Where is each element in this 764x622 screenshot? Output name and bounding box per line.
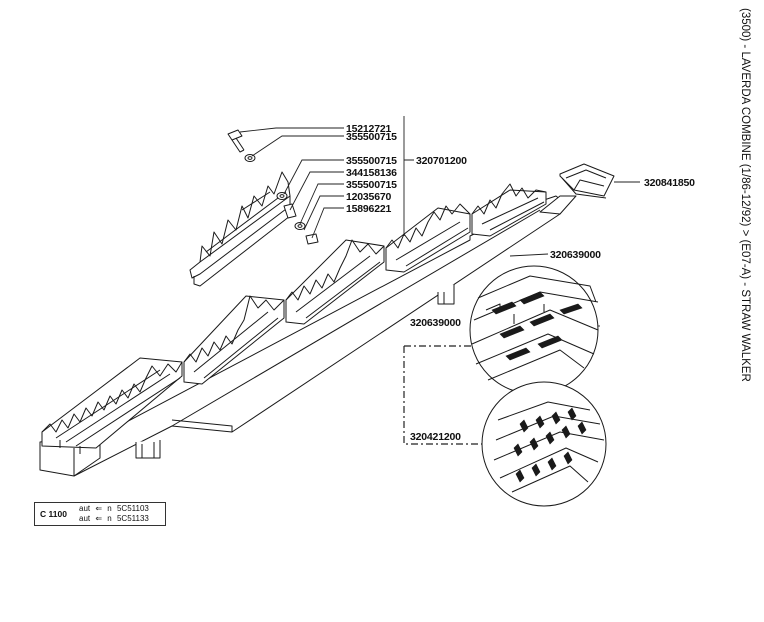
page-title: (3500) - LAVERDA COMBINE (1/86-12/92) > … — [739, 8, 751, 382]
part-label: 344158136 — [346, 167, 397, 179]
exploded-teeth-bar — [189, 129, 319, 287]
part-label: 355500715 — [346, 155, 397, 167]
part-label: 320701200 — [416, 155, 467, 167]
serial-row: aut ⇐ n 5C51133 — [79, 514, 152, 523]
part-number-labels: 15212721 355500715 355500715 344158136 3… — [346, 123, 695, 443]
serial-number: 5C51103 — [116, 504, 149, 513]
part-label: 15896221 — [346, 203, 391, 215]
walker-step-sections — [41, 183, 547, 454]
callout-leaders — [239, 116, 640, 445]
part-label: 355500715 — [346, 131, 397, 143]
serial-row: aut ⇐ n 5C51103 — [79, 504, 152, 513]
arrow-icon: ⇐ — [95, 504, 103, 513]
rear-tray-part — [559, 163, 615, 199]
part-label: 320639000 — [410, 317, 461, 329]
arrow-icon: ⇐ — [95, 514, 103, 523]
part-label: 320421200 — [410, 431, 461, 443]
serial-prefix: aut — [79, 504, 91, 513]
part-label: 320639000 — [550, 249, 601, 261]
detail-view-walker-ribs — [481, 381, 607, 507]
detail-view-walker-grid — [469, 265, 599, 395]
serial-prefix: aut — [79, 514, 91, 523]
part-label: 12035670 — [346, 191, 391, 203]
model-code: C 1100 — [40, 509, 67, 519]
part-label: 320841850 — [644, 177, 695, 189]
part-label: 355500715 — [346, 179, 397, 191]
serial-n: n — [107, 504, 112, 513]
model-serial-box: C 1100 aut ⇐ n 5C51103 aut ⇐ n 5C51133 — [34, 502, 166, 526]
serial-number: 5C51133 — [116, 514, 149, 523]
part-label: 15212721 — [346, 123, 391, 135]
straw-walker-body — [39, 195, 577, 477]
serial-n: n — [107, 514, 112, 523]
